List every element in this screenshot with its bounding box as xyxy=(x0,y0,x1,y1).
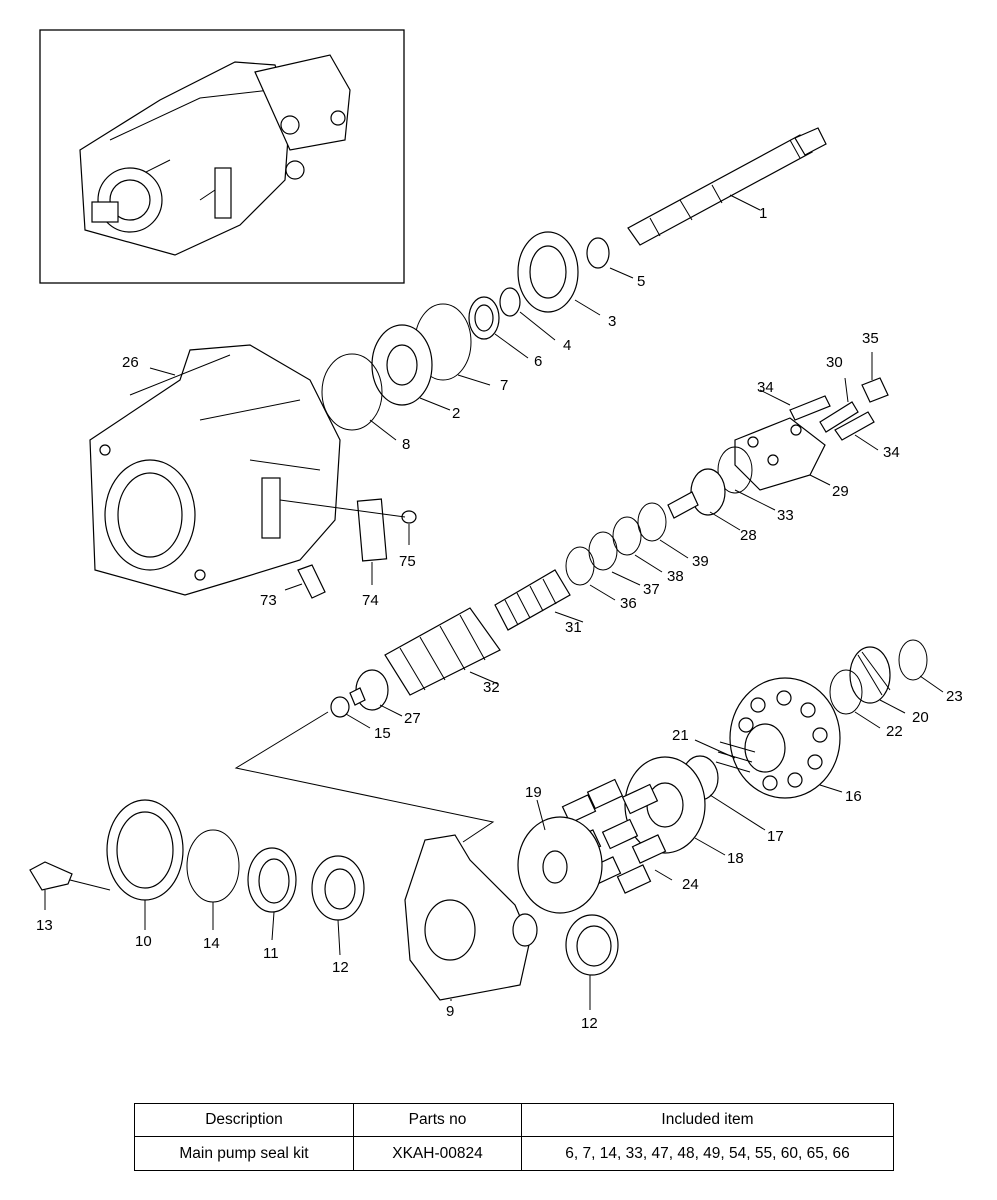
table-row: Main pump seal kit XKAH-00824 6, 7, 14, … xyxy=(134,1136,894,1171)
part-label: 31 xyxy=(565,619,582,636)
part-label: 19 xyxy=(525,784,542,801)
oil-seal xyxy=(468,296,500,340)
part-label: 29 xyxy=(832,483,849,500)
part-label: 27 xyxy=(404,710,421,727)
part-label: 13 xyxy=(36,917,53,934)
part-label: 33 xyxy=(777,507,794,524)
cell-included-item: 6, 7, 14, 33, 47, 48, 49, 54, 55, 60, 65… xyxy=(521,1136,894,1171)
part-label: 11 xyxy=(263,945,279,962)
seal-cover xyxy=(371,324,433,406)
part-label: 12 xyxy=(581,1015,598,1032)
part-label: 75 xyxy=(399,553,416,570)
retainer-plate xyxy=(624,756,706,854)
part-label: 26 xyxy=(122,354,139,371)
part-label: 5 xyxy=(637,273,645,290)
name-plate xyxy=(356,498,388,562)
spring-pins xyxy=(715,741,756,773)
part-label: 16 xyxy=(845,788,862,805)
drain-plug xyxy=(297,564,326,599)
table-header-row: Description Parts no Included item xyxy=(134,1103,894,1137)
ring-37 xyxy=(588,531,618,571)
part-label: 34 xyxy=(883,444,900,461)
cell-parts-no: XKAH-00824 xyxy=(353,1136,522,1171)
part-label: 38 xyxy=(667,568,684,585)
part-label: 1 xyxy=(759,205,767,222)
backup-ring xyxy=(717,446,753,494)
shaft xyxy=(627,127,827,246)
part-label: 15 xyxy=(374,725,391,742)
part-label: 7 xyxy=(500,377,508,394)
lock-nut xyxy=(330,696,350,718)
part-label: 22 xyxy=(886,723,903,740)
exploded-parts-diagram: 1 2 3 4 5 6 7 8 9 10 11 12 12 13 14 15 1… xyxy=(29,29,963,1032)
part-label: 14 xyxy=(203,935,220,952)
ball-bearing xyxy=(517,231,579,313)
part-label: 28 xyxy=(740,527,757,544)
ring-39 xyxy=(637,502,667,542)
outer-spring xyxy=(384,607,501,696)
ring-38 xyxy=(612,516,642,556)
part-label: 34 xyxy=(757,379,774,396)
part-labels: 1 2 3 4 5 6 7 8 9 10 11 12 12 13 14 15 1… xyxy=(36,205,963,1032)
snap-ring xyxy=(586,237,610,269)
part-label: 74 xyxy=(362,592,379,609)
part-label: 17 xyxy=(767,828,784,845)
part-label: 73 xyxy=(260,592,277,609)
swash-support xyxy=(404,834,538,1001)
end-cover xyxy=(106,799,184,901)
leader-lines xyxy=(44,194,944,1010)
retaining-ring xyxy=(499,287,521,317)
part-label: 36 xyxy=(620,595,637,612)
part-label: 8 xyxy=(402,436,410,453)
part-label: 20 xyxy=(912,709,929,726)
column-header-included-item: Included item xyxy=(521,1103,894,1137)
assembly-overview-inset xyxy=(39,29,405,284)
part-label: 6 xyxy=(534,353,542,370)
roller-bearing-left xyxy=(311,855,365,921)
column-header-parts-no: Parts no xyxy=(353,1103,522,1137)
part-label: 24 xyxy=(682,876,699,893)
ring-36 xyxy=(565,546,595,586)
part-label: 23 xyxy=(946,688,963,705)
cylinder-block xyxy=(729,677,841,799)
swash-plate xyxy=(517,816,603,914)
block-spring xyxy=(849,646,891,704)
part-label: 18 xyxy=(727,850,744,867)
cell-description: Main pump seal kit xyxy=(134,1136,354,1171)
ring-22 xyxy=(829,669,863,715)
part-label: 39 xyxy=(692,553,709,570)
seal-kit-table: Description Parts no Included item Main … xyxy=(134,1103,894,1171)
part-label: 37 xyxy=(643,581,660,598)
column-header-description: Description xyxy=(134,1103,354,1137)
snap-ring-large xyxy=(321,353,383,431)
roller-bearing-right xyxy=(565,914,619,976)
part-label: 21 xyxy=(672,727,689,744)
snap-ring-23 xyxy=(898,639,928,681)
hex-bolt xyxy=(29,861,73,891)
part-label: 4 xyxy=(563,337,571,354)
control-piston xyxy=(667,468,726,519)
part-label: 32 xyxy=(483,679,500,696)
part-label: 30 xyxy=(826,354,843,371)
spring-seat xyxy=(349,669,389,711)
part-label: 10 xyxy=(135,933,152,950)
part-label: 3 xyxy=(608,313,616,330)
pump-casing xyxy=(89,344,341,596)
oil-seal-11 xyxy=(247,847,297,913)
part-label: 2 xyxy=(452,405,460,422)
o-ring-14 xyxy=(186,829,240,903)
part-label: 9 xyxy=(446,1003,454,1020)
inner-spring xyxy=(494,569,571,631)
part-label: 12 xyxy=(332,959,349,976)
part-label: 35 xyxy=(862,330,879,347)
